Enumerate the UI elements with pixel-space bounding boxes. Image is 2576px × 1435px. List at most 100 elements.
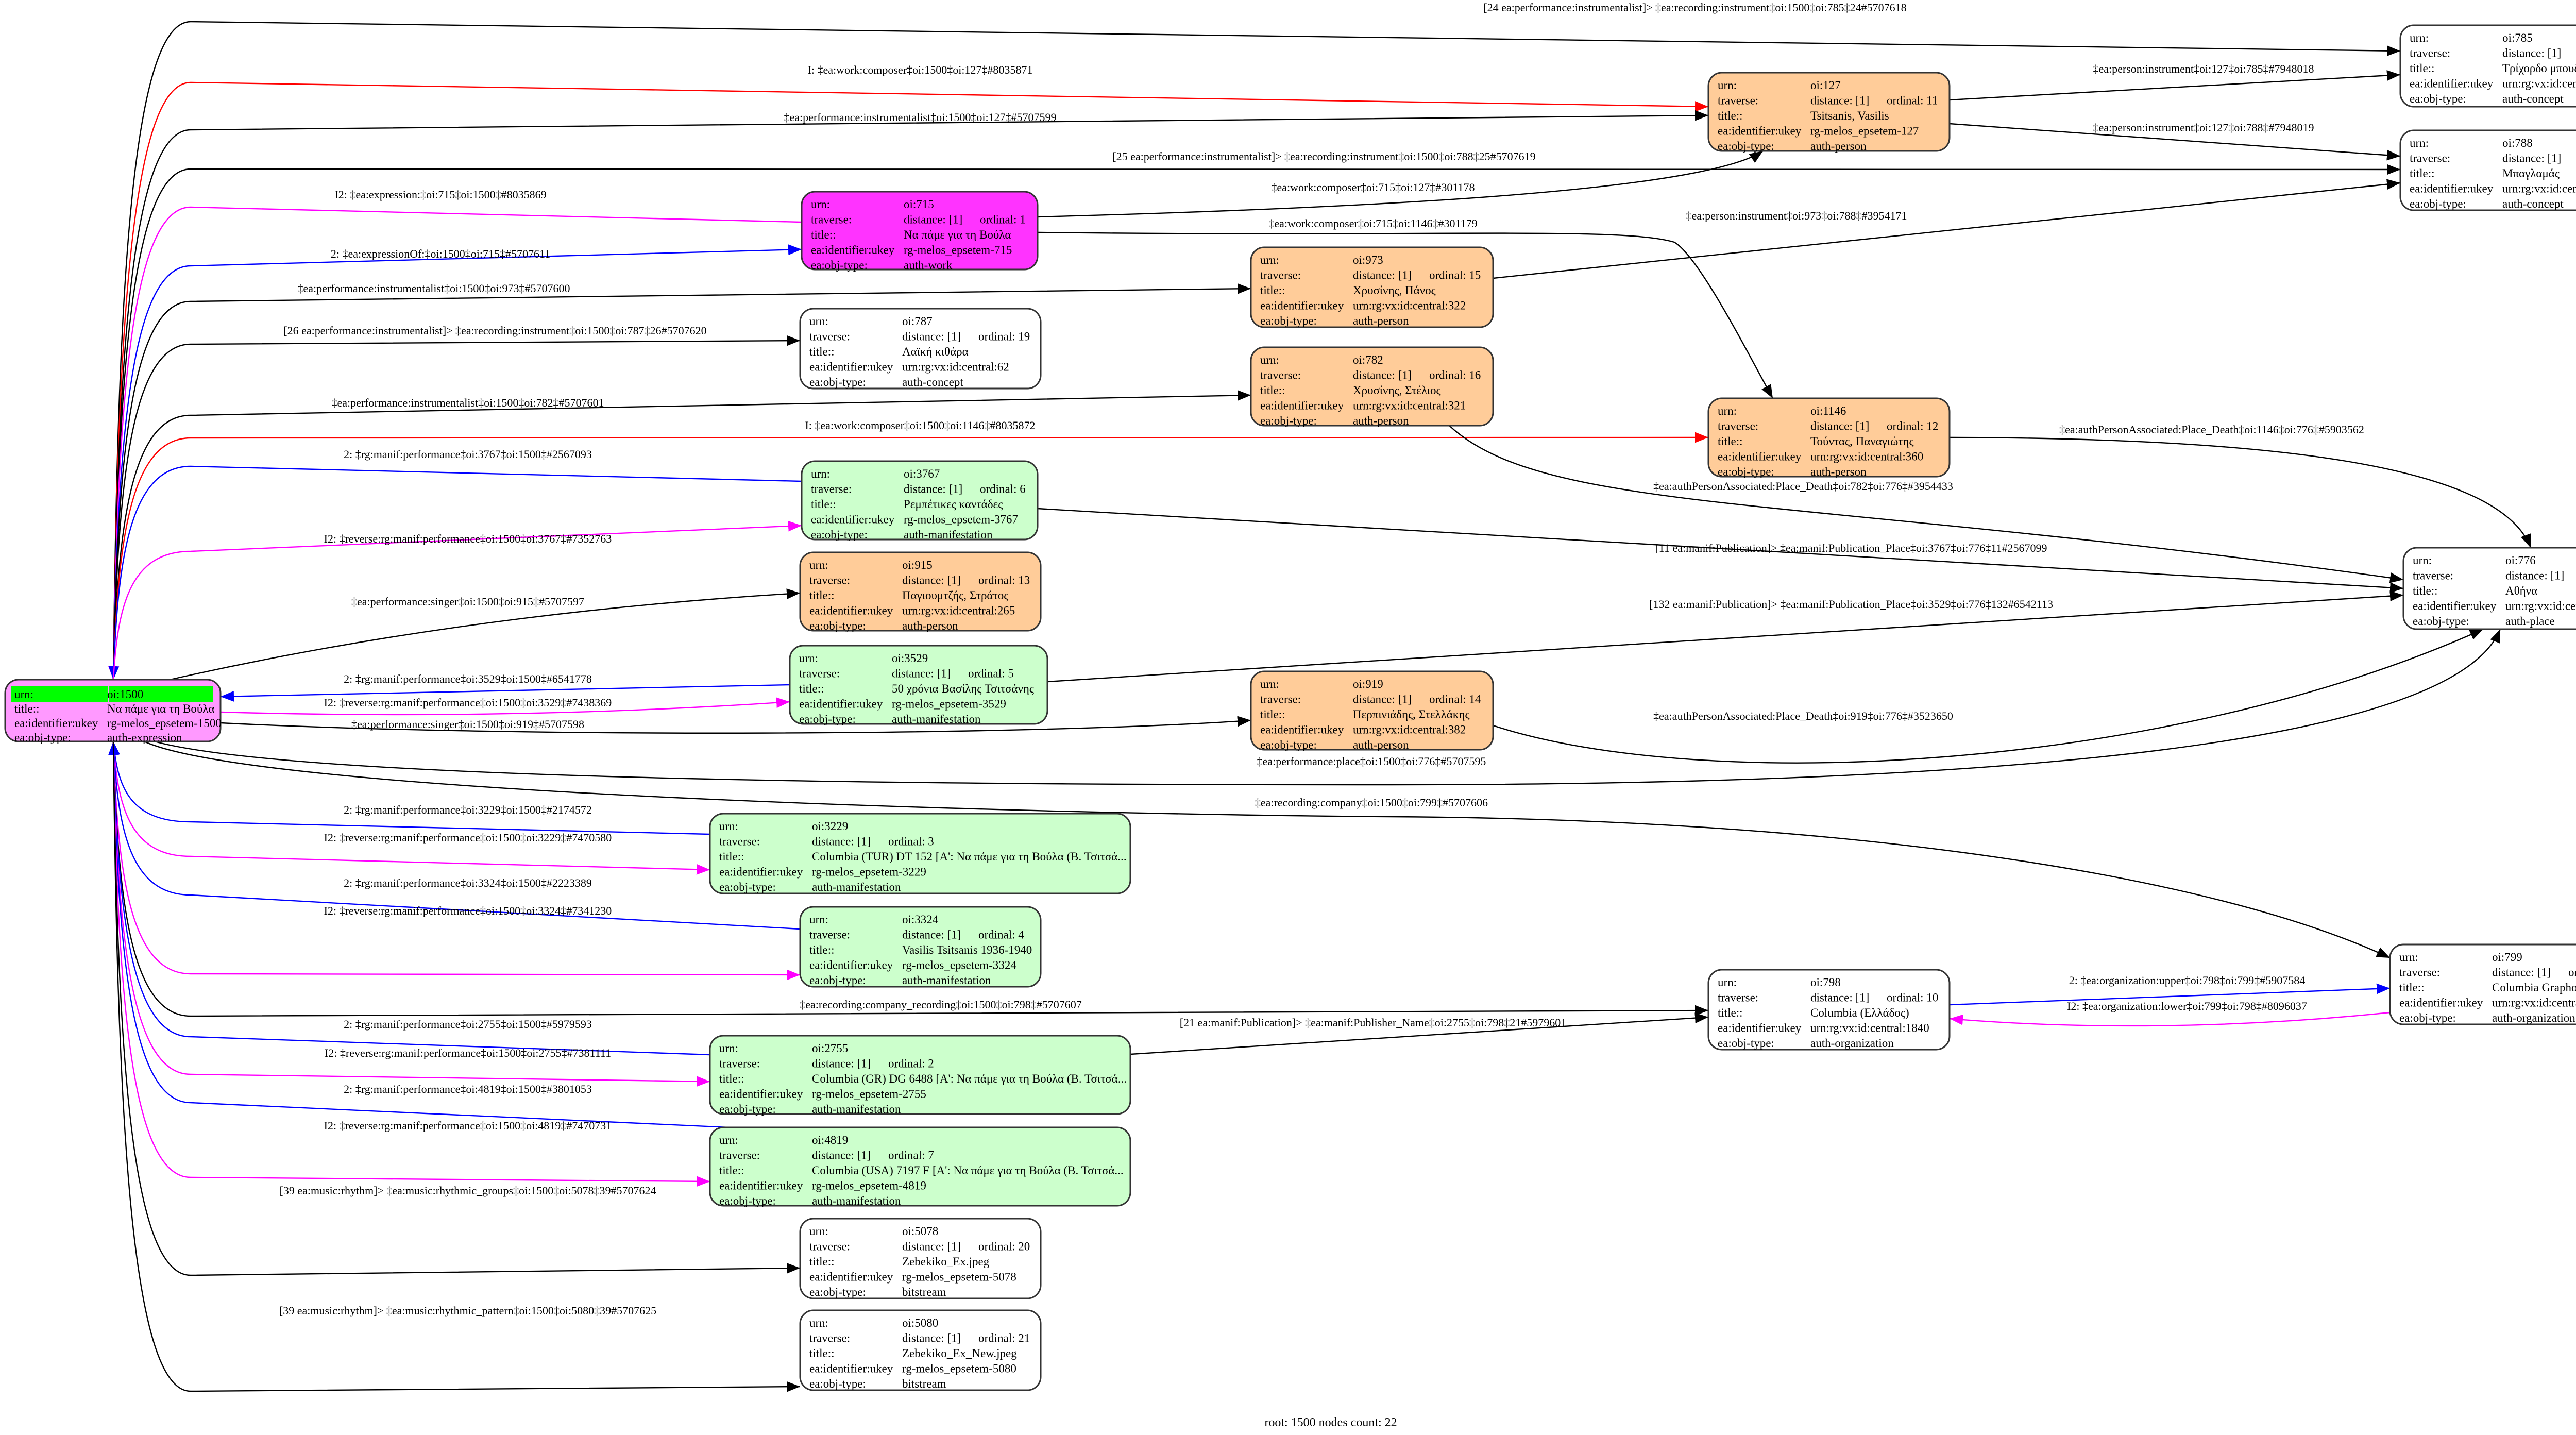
node-ordinal: ordinal: 4 (978, 928, 1024, 941)
node-field-label: traverse: (1718, 991, 1758, 1004)
node-distance: distance: [1] (892, 667, 951, 680)
node-field-label: traverse: (799, 667, 840, 680)
node-title: Αθήνα (2505, 584, 2537, 597)
graph-edge (1493, 628, 2484, 764)
graph-edge (144, 740, 2391, 959)
edge-label: [25 ea:performance:instrumentalist]> ‡ea… (1112, 150, 1535, 163)
node-field-label: traverse: (1718, 94, 1758, 107)
node-title: Παγιουμτζής, Στράτος (902, 589, 1008, 602)
graph-footer: root: 1500 nodes count: 22 (1264, 1416, 1397, 1429)
node-field-label: ea:obj-type: (719, 881, 776, 893)
node-field-label: urn: (809, 913, 828, 926)
edge-label: [24 ea:performance:instrumentalist]> ‡ea… (1483, 1, 1906, 14)
graph-edge (220, 697, 790, 716)
node-distance: distance: [1] (1353, 369, 1412, 382)
node-ordinal: ordinal: 13 (978, 574, 1030, 587)
node-field-label: urn: (14, 688, 33, 701)
graph-edge (108, 741, 730, 1128)
node-distance: distance: [1] (902, 330, 961, 343)
node-urn: oi:3529 (892, 652, 928, 665)
node-ukey: rg-melos_epsetem-5078 (902, 1271, 1016, 1284)
node-field-label: ea:obj-type: (811, 259, 868, 272)
node-box (1250, 246, 1494, 328)
node-title: Zebekiko_Ex.jpeg (902, 1255, 990, 1268)
node-distance: distance: [1] (902, 1240, 961, 1253)
node-field-label: urn: (809, 1316, 828, 1329)
node-urn: oi:5080 (902, 1316, 938, 1329)
edge-label: [39 ea:music:rhythm]> ‡ea:music:rhythmic… (279, 1304, 656, 1317)
edge-label: 2: ‡rg:manif:performance‡oi:3324‡oi:1500… (344, 876, 592, 889)
node-ukey: urn:rg:vx:id:central:1840 (1810, 1022, 1929, 1035)
node-distance: distance: [1] (1353, 269, 1412, 282)
node-field-label: traverse: (809, 1332, 850, 1345)
node-urn: oi:782 (1353, 353, 1383, 366)
node-distance: distance: [1] (902, 574, 961, 587)
edge-label: ‡ea:recording:company‡oi:1500‡oi:799‡#57… (1255, 796, 1488, 809)
edge-label: I2: ‡reverse:rg:manif:performance‡oi:150… (324, 831, 612, 844)
edge-label: ‡ea:authPersonAssociated:Place_Death‡oi:… (1653, 710, 1953, 722)
node-field-label: urn: (1718, 976, 1737, 989)
node-field-label: ea:identifier:ukey (719, 866, 803, 879)
node-field-label: ea:identifier:ukey (809, 604, 893, 617)
node-ukey: urn:rg:vx:id:central:62 (902, 361, 1009, 374)
node-field-label: title:: (809, 943, 835, 956)
node-field-label: traverse: (1260, 369, 1301, 382)
edge-label: ‡ea:recording:company_recording‡oi:1500‡… (800, 998, 1081, 1011)
node-field-label: urn: (799, 652, 818, 665)
node-title: Να πάμε για τη Βούλα (107, 702, 214, 715)
node-field-label: traverse: (1718, 420, 1758, 433)
graph-edge (112, 520, 802, 680)
graph-edge (112, 741, 710, 875)
node-box (1707, 397, 1951, 478)
node-box (799, 1309, 1042, 1391)
node-field-label: title:: (811, 228, 836, 241)
edge-label: [11 ea:manif:Publication]> ‡ea:manif:Pub… (1655, 542, 2047, 554)
node-urn: oi:785 (2502, 31, 2533, 44)
edge-label: ‡ea:person:instrument‡oi:127‡oi:788‡#794… (2093, 121, 2314, 134)
node-field-label: ea:obj-type: (799, 713, 856, 725)
node-type: auth-manifestation (812, 1103, 901, 1116)
edge-label: 2: ‡ea:organization:upper‡oi:798‡oi:799‡… (2069, 974, 2305, 987)
graph-edge (112, 283, 1251, 680)
node-field-label: traverse: (811, 213, 852, 226)
edge-label: ‡ea:work:composer‡oi:715‡oi:127‡#301178 (1271, 181, 1475, 194)
node-field-label: ea:identifier:ukey (1260, 399, 1344, 412)
node-ordinal: ordinal: 6 (980, 483, 1026, 496)
node-ukey: rg-melos_epsetem-715 (904, 244, 1012, 257)
node-field-label: title:: (2410, 62, 2435, 75)
node-field-label: urn: (1260, 353, 1279, 366)
node-field-label: title:: (719, 850, 744, 863)
graph-edge (1037, 231, 1774, 399)
node-field-label: title:: (719, 1072, 744, 1085)
node-title: Τρίχορδο μπουζούκι (2502, 62, 2576, 75)
graph-edge (1949, 1011, 2391, 1027)
node-title: Χρυσίνης, Πάνος (1353, 284, 1436, 297)
edge-label: I2: ‡ea:organization:lower‡oi:799‡oi:798… (2067, 1000, 2307, 1012)
node-ordinal: ordinal: 11 (1887, 94, 1938, 107)
graph-edge (1949, 123, 2401, 161)
node-type: auth-concept (2502, 197, 2564, 210)
